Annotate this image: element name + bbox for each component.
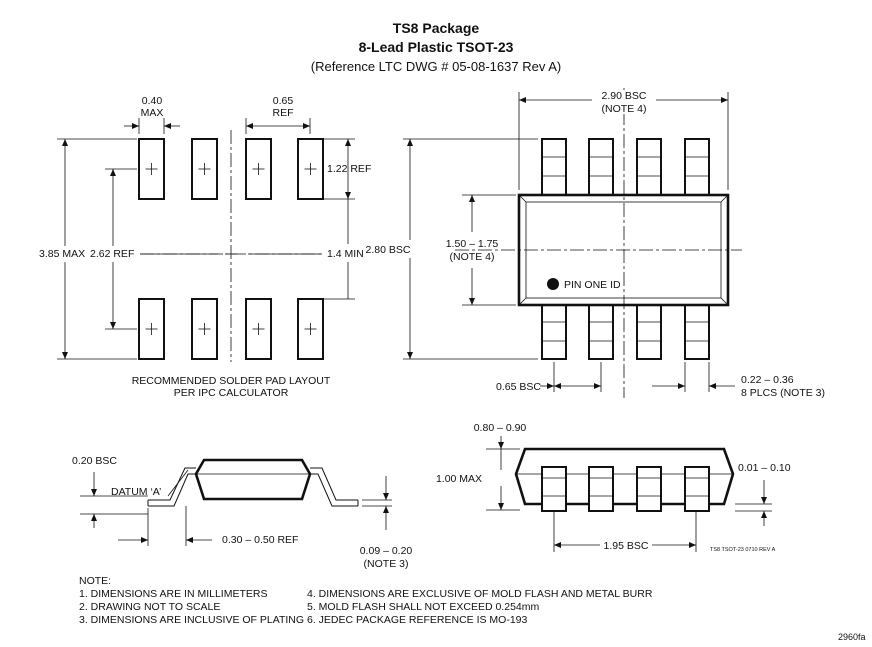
note-4: 4. DIMENSIONS ARE EXCLUSIVE OF MOLD FLAS… [307, 588, 653, 600]
overall-height-value: 1.00 MAX [436, 473, 482, 485]
notes: NOTE: 1. DIMENSIONS ARE IN MILLIMETERS 2… [79, 575, 653, 626]
figure-id: 2960fa [838, 632, 866, 642]
dim-lead-pitch: 0.65 BSC [496, 362, 602, 393]
notes-header: NOTE: [79, 575, 111, 587]
note-1: 1. DIMENSIONS ARE IN MILLIMETERS [79, 588, 267, 600]
lead-span-value: 1.95 BSC [604, 540, 649, 552]
dim-body-thickness: 0.80 – 0.90 [474, 422, 527, 450]
lead-top-2 [588, 138, 614, 196]
standoff-value: 0.01 – 0.10 [738, 462, 791, 474]
front-lead-3 [636, 466, 662, 512]
lead-thickness-value: 0.09 – 0.20 [360, 545, 413, 557]
dim-pad-overall: 3.85 MAX [39, 138, 137, 360]
front-lead-2 [588, 466, 614, 512]
leads-bottom-row [541, 304, 710, 360]
drawing-reference: TS8 TSOT-23 0710 REV A [710, 547, 776, 553]
lead-bottom-4 [684, 304, 710, 360]
lead-top-4 [684, 138, 710, 196]
dim-pad-width: 0.40 MAX [124, 95, 180, 134]
note-2: 2. DRAWING NOT TO SCALE [79, 601, 220, 613]
pad-width-value: 0.40 [142, 95, 163, 107]
lead-top-1 [541, 138, 567, 196]
overall-width-value: 2.80 BSC [366, 244, 411, 256]
dim-pad-span: 2.62 REF [90, 168, 218, 330]
body-length-note: (NOTE 4) [602, 103, 647, 115]
dim-pad-gap: 1.4 MIN [248, 199, 364, 300]
top-view: PIN ONE ID 2.90 BSC (NOTE 4) 2.80 BSC [366, 88, 825, 399]
lead-pitch-value: 0.65 BSC [496, 381, 541, 393]
body-length-value: 2.90 BSC [602, 90, 647, 102]
leads-top-row [541, 138, 710, 196]
dim-foot-length: 0.30 – 0.50 REF [118, 506, 298, 546]
dim-pad-length: 1.22 REF [323, 138, 371, 200]
foot-length-value: 0.30 – 0.50 REF [222, 534, 298, 546]
front-lead-1 [541, 466, 567, 512]
pad-gap-value: 1.4 MIN [327, 248, 364, 260]
title-block: TS8 Package 8-Lead Plastic TSOT-23 (Refe… [311, 20, 561, 74]
dim-pad-pitch: 0.65 REF [245, 95, 311, 134]
solder-pad-top-3 [245, 138, 272, 200]
pads-bottom-row [138, 298, 324, 360]
pads-top-row [138, 138, 324, 200]
dim-body-width: 1.50 – 1.75 (NOTE 4) [446, 194, 516, 306]
pad-width-note: MAX [141, 107, 164, 119]
side-body [194, 458, 312, 501]
dim-overall-width: 2.80 BSC [366, 138, 538, 360]
body-thickness-value: 0.80 – 0.90 [474, 422, 527, 434]
front-leads [541, 466, 710, 512]
title-reference: (Reference LTC DWG # 05-08-1637 Rev A) [311, 59, 561, 74]
side-lead-right [310, 467, 359, 507]
title-lead-type: 8-Lead Plastic TSOT-23 [359, 39, 514, 55]
note-3: 3. DIMENSIONS ARE INCLUSIVE OF PLATING [79, 614, 304, 626]
pad-layout-caption-1: RECOMMENDED SOLDER PAD LAYOUT [132, 375, 331, 387]
front-view: 0.80 – 0.90 1.00 MAX 0.01 – 0.10 [436, 422, 791, 553]
dim-body-length: 2.90 BSC (NOTE 4) [518, 90, 729, 190]
note-6: 6. JEDEC PACKAGE REFERENCE IS MO-193 [307, 614, 528, 626]
body-width-value: 1.50 – 1.75 [446, 238, 499, 250]
dim-lead-thickness: 0.09 – 0.20 (NOTE 3) [360, 476, 413, 570]
lead-width-value: 0.22 – 0.36 [741, 374, 794, 386]
pad-span-value: 2.62 REF [90, 248, 134, 260]
dim-overall-height: 1.00 MAX [436, 449, 520, 511]
title-package: TS8 Package [393, 20, 480, 36]
lead-bottom-3 [636, 304, 662, 360]
pin-one-marker [547, 278, 559, 290]
dim-lead-height: 0.20 BSC [72, 455, 148, 528]
pad-overall-value: 3.85 MAX [39, 248, 85, 260]
lead-top-3 [636, 138, 662, 196]
pad-length-value: 1.22 REF [327, 163, 371, 175]
lead-height-value: 0.20 BSC [72, 455, 117, 467]
lead-bottom-1 [541, 304, 567, 360]
front-lead-4 [684, 466, 710, 512]
pin-one-label: PIN ONE ID [564, 279, 621, 291]
side-view: DATUM ‘A’ 0.20 BSC 0.30 – 0.50 REF [72, 455, 412, 570]
solder-pad-top-1 [138, 138, 165, 200]
dim-standoff: 0.01 – 0.10 [735, 462, 791, 526]
pad-layout-caption-2: PER IPC CALCULATOR [174, 387, 289, 399]
lead-thickness-note: (NOTE 3) [364, 558, 409, 570]
dim-lead-span: 1.95 BSC [553, 512, 697, 552]
body-width-note: (NOTE 4) [450, 251, 495, 263]
datum-a-label: DATUM ‘A’ [111, 486, 161, 498]
pad-pitch-note: REF [273, 107, 294, 119]
lead-bottom-2 [588, 304, 614, 360]
lead-width-note: 8 PLCS (NOTE 3) [741, 387, 825, 399]
pad-pitch-value: 0.65 [273, 95, 294, 107]
note-5: 5. MOLD FLASH SHALL NOT EXCEED 0.254mm [307, 601, 539, 613]
solder-pad-layout: 0.40 MAX 0.65 REF 1.22 REF [39, 95, 371, 399]
dim-lead-width: 0.22 – 0.36 8 PLCS (NOTE 3) [652, 362, 825, 399]
dim-datum-a: DATUM ‘A’ [80, 469, 189, 498]
